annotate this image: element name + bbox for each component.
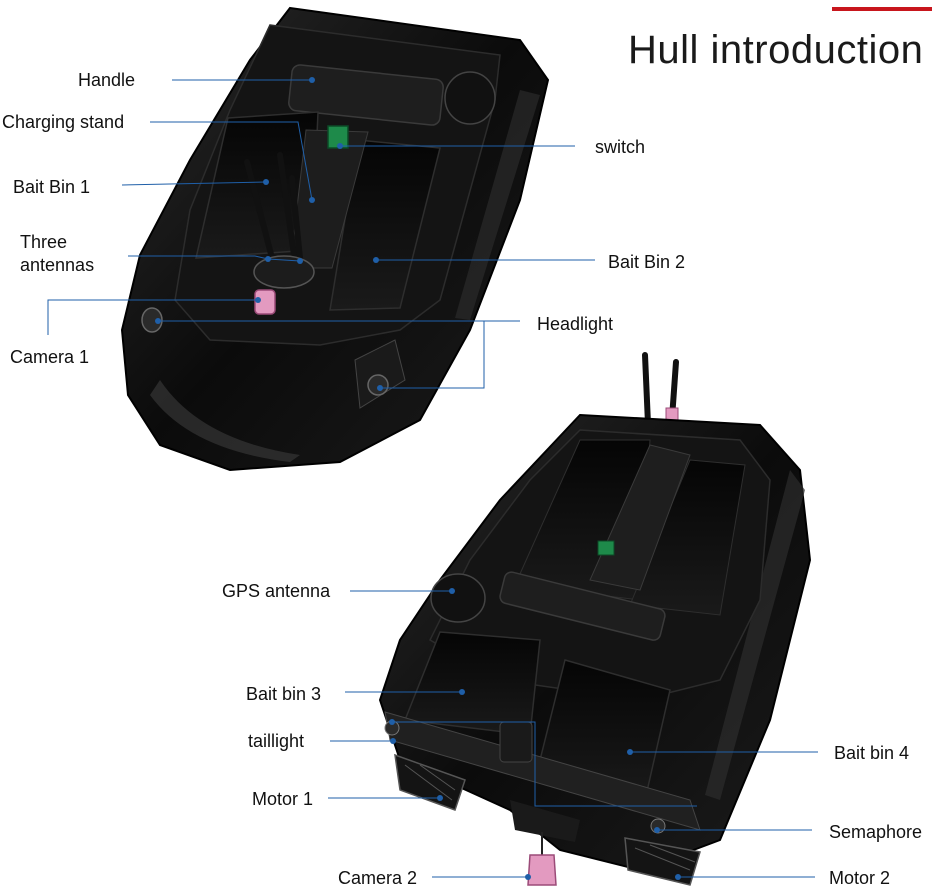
top-hull-gloss — [150, 380, 300, 462]
label-switch: switch — [595, 137, 646, 157]
label-semaphore: Semaphore — [829, 822, 923, 842]
label-bait-bin-1: Bait Bin 1 — [13, 177, 91, 197]
bottom-camera-2 — [527, 854, 557, 886]
leader-lines — [47, 79, 818, 878]
label-motor-2: Motor 2 — [829, 868, 891, 888]
top-handle — [288, 64, 444, 126]
marker-dots — [155, 77, 681, 880]
leader-charging-stand — [150, 121, 313, 201]
title-accent-bar — [832, 7, 932, 11]
label-three-antennas-line2: antennas — [20, 255, 95, 275]
bottom-boat — [378, 352, 812, 886]
label-three-antennas-line1: Three — [20, 232, 68, 252]
top-gps-puck — [444, 71, 496, 125]
top-camera-1 — [254, 289, 276, 315]
bottom-gps-puck — [430, 573, 486, 623]
label-bait-bin-4: Bait bin 4 — [834, 743, 910, 763]
label-charging-stand: Charging stand — [2, 112, 125, 132]
leader-bait-bin-1 — [121, 181, 267, 186]
top-bait-bin-2 — [329, 139, 441, 311]
label-taillight: taillight — [248, 731, 305, 751]
leader-camera-1 — [47, 299, 258, 335]
bottom-motor-2 — [624, 837, 701, 886]
label-motor-1: Motor 1 — [252, 789, 314, 809]
label-headlight: Headlight — [537, 314, 614, 334]
label-bait-bin-3: Bait bin 3 — [246, 684, 322, 704]
label-bait-bin-2: Bait Bin 2 — [608, 252, 686, 272]
page-title: Hull introduction — [628, 28, 924, 72]
label-camera-2: Camera 2 — [338, 868, 418, 888]
top-boat — [120, 6, 550, 472]
label-gps-antenna: GPS antenna — [222, 581, 331, 601]
leader-headlight-2 — [380, 321, 485, 389]
label-handle: Handle — [78, 70, 136, 90]
label-camera-1: Camera 1 — [10, 347, 90, 367]
leader-three-antennas — [128, 255, 301, 262]
leader-semaphore — [392, 721, 697, 807]
